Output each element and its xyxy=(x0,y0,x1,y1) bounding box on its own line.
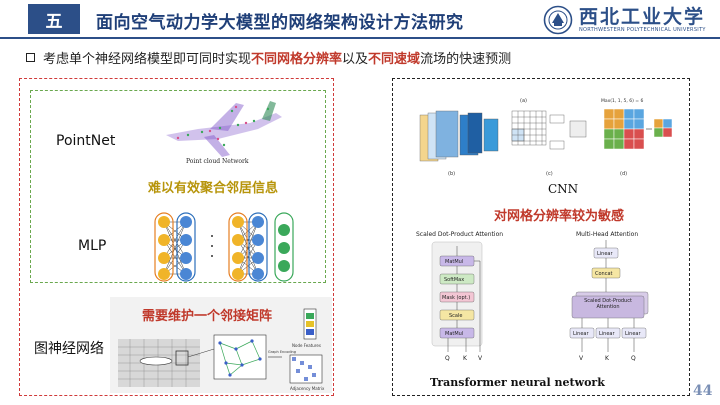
cnn-label: CNN xyxy=(548,182,579,196)
pointnet-mlp-frame xyxy=(30,90,326,283)
sdpa-scale: Scale xyxy=(449,313,462,319)
sdpa-softmax: SoftMax xyxy=(444,277,464,283)
logo-chinese-name: 西北工业大学 xyxy=(579,5,706,28)
bullet-highlight-resolution: 不同网格分辨率 xyxy=(251,52,343,67)
sdpa-mask: Mask (opt.) xyxy=(442,295,470,301)
bullet-suffix: 流场的快速预测 xyxy=(420,52,512,67)
mha-input-q: Q xyxy=(631,355,636,362)
sdpa-input-v: V xyxy=(478,355,483,362)
sdpa-input-q: Q xyxy=(445,355,450,362)
cnn-diagram: (a) (b) (c) (d) Max(1, 1, 5, 6) = 6 xyxy=(419,98,673,177)
right-panel-frame xyxy=(392,78,690,396)
header: 五 面向空气动力学大模型的网络架构设计方法研究 西北工业大学 NORTHWEST… xyxy=(0,0,720,39)
sdpa-matmul-bottom: MatMul xyxy=(445,331,463,337)
sdpa-input-k: K xyxy=(463,355,468,362)
logo-english-name: NORTHWESTERN POLYTECHNICAL UNIVERSITY xyxy=(579,26,706,33)
transformer-label: Transformer neural network xyxy=(430,376,605,389)
section-badge: 五 xyxy=(28,4,80,34)
gnn-mesh-diagram: Graph Encoding Node Features Adjacency M… xyxy=(118,308,325,391)
bullet-prefix: 考虑单个神经网络模型即可同时实现 xyxy=(43,52,252,67)
page-title: 面向空气动力学大模型的网络架构设计方法研究 xyxy=(96,13,464,33)
sdpa-matmul-top: MatMul xyxy=(445,259,463,265)
adjacency-matrix-note: 需要维护一个邻接矩阵 xyxy=(142,309,273,324)
mha-input-k: K xyxy=(605,355,610,362)
neighbor-aggregation-note: 难以有效聚合邻居信息 xyxy=(148,181,279,196)
square-bullet-icon xyxy=(26,53,35,62)
cnn-panel-d: (d) xyxy=(620,171,627,177)
left-panel-frame xyxy=(19,78,334,396)
mha-input-v: V xyxy=(579,355,584,362)
cnn-panel-b: (b) xyxy=(448,171,455,177)
cnn-panel-c: (c) xyxy=(546,171,553,177)
mha-linear-top: Linear xyxy=(597,251,613,257)
seal-icon xyxy=(543,5,573,35)
graph-encoding-label: Graph Encoding xyxy=(268,350,296,354)
cnn-maxpool-text: Max(1, 1, 5, 6) = 6 xyxy=(601,98,643,104)
gnn-label: 图神经网络 xyxy=(34,341,104,357)
adjacency-matrix-label: Adjacency Matrix xyxy=(290,386,325,391)
mha-concat: Concat xyxy=(595,271,613,277)
point-cloud-caption: Point cloud Network xyxy=(186,158,249,165)
mha-linear-q: Linear xyxy=(625,331,641,337)
mlp-label: MLP xyxy=(78,238,107,254)
node-features-label: Node Features xyxy=(292,343,321,348)
university-logo: 西北工业大学 NORTHWESTERN POLYTECHNICAL UNIVER… xyxy=(543,3,715,37)
mlp-network-diagram xyxy=(154,212,294,282)
cnn-panel-a: (a) xyxy=(520,98,527,104)
bullet-highlight-speed: 不同速域 xyxy=(368,52,421,67)
mha-linear-k: Linear xyxy=(599,331,615,337)
transformer-attention-diagram: Scaled Dot-Product Attention MatMul Soft… xyxy=(416,231,649,362)
resolution-sensitivity-note: 对网格分辨率较为敏感 xyxy=(494,209,625,224)
point-cloud-airplane-image xyxy=(166,101,282,157)
sdpa-title: Scaled Dot-Product Attention xyxy=(416,231,503,238)
mha-linear-v: Linear xyxy=(573,331,589,337)
mha-title: Multi-Head Attention xyxy=(576,231,638,238)
bullet-point: 考虑单个神经网络模型即可同时实现 不同网格分辨率 以及 不同速域 流场的快速预测 xyxy=(26,48,511,67)
page-number: 44 xyxy=(693,383,713,399)
bullet-mid: 以及 xyxy=(342,52,369,67)
header-divider xyxy=(0,37,720,39)
mha-sdpa-block: Scaled Dot-Product Attention xyxy=(584,298,632,310)
pointnet-label: PointNet xyxy=(56,133,116,149)
